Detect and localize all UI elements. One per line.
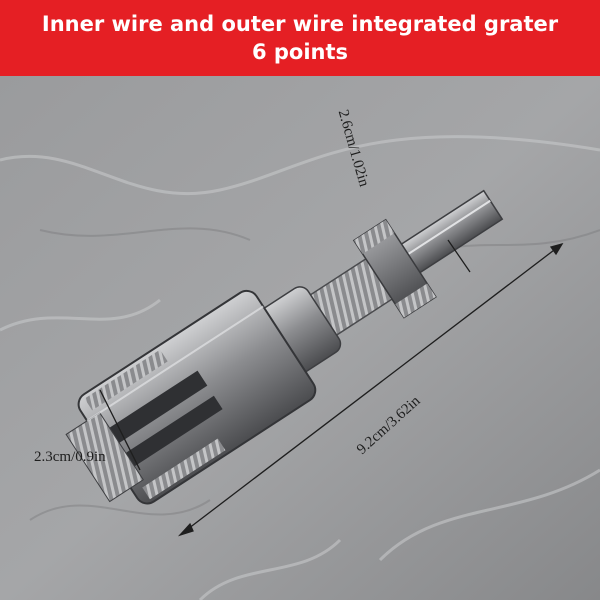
dimension-lines — [99, 239, 564, 537]
diameter-label: 2.3cm/0.9in — [34, 449, 106, 465]
title-banner: Inner wire and outer wire integrated gra… — [0, 0, 600, 76]
product-photo — [0, 76, 600, 600]
marble-veins — [0, 135, 600, 600]
banner-title: Inner wire and outer wire integrated gra… — [41, 12, 559, 64]
grater-bit-icon — [65, 189, 504, 505]
